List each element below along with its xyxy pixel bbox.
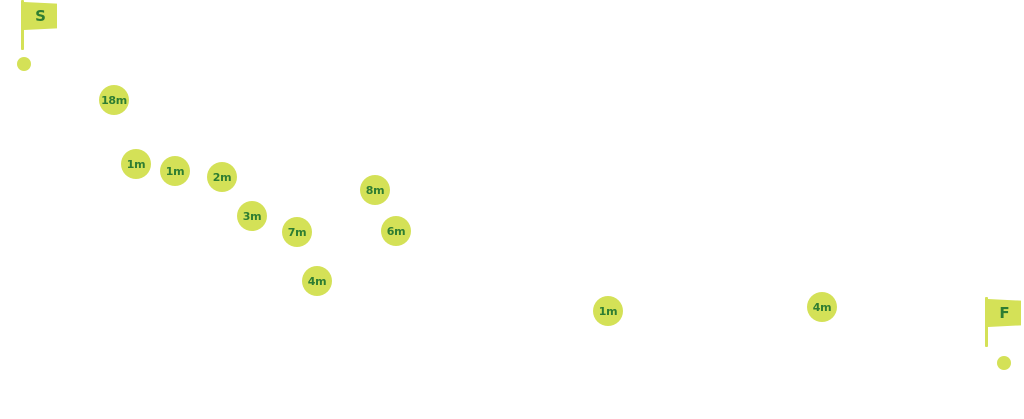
start-flag-pole: [21, 0, 24, 50]
distance-marker-label: 1m: [598, 304, 618, 318]
start-flag-cloth: S: [24, 2, 57, 30]
distance-marker: 3m: [237, 201, 267, 231]
finish-point-dot: [997, 356, 1011, 370]
distance-marker-label: 4m: [307, 274, 327, 288]
distance-marker: 2m: [207, 162, 237, 192]
finish-flag-pole: [985, 297, 988, 347]
finish-flag-label: F: [999, 304, 1010, 322]
distance-marker: 4m: [807, 292, 837, 322]
distance-marker-label: 1m: [126, 157, 146, 171]
distance-marker-label: 1m: [165, 164, 185, 178]
distance-marker-label: 2m: [212, 170, 232, 184]
distance-marker: 1m: [121, 149, 151, 179]
distance-marker-label: 3m: [242, 209, 262, 223]
distance-marker-label: 18m: [101, 93, 127, 107]
start-point-dot: [17, 57, 31, 71]
distance-marker: 1m: [593, 296, 623, 326]
distance-marker: 6m: [381, 216, 411, 246]
distance-marker: 8m: [360, 175, 390, 205]
distance-marker-label: 7m: [287, 225, 307, 239]
start-flag-label: S: [35, 7, 46, 25]
distance-marker: 4m: [302, 266, 332, 296]
finish-flag-cloth: F: [988, 299, 1021, 327]
distance-marker-label: 8m: [365, 183, 385, 197]
distance-marker-label: 6m: [386, 224, 406, 238]
distance-marker: 18m: [99, 85, 129, 115]
distance-marker-label: 4m: [812, 300, 832, 314]
distance-marker: 7m: [282, 217, 312, 247]
distance-marker: 1m: [160, 156, 190, 186]
